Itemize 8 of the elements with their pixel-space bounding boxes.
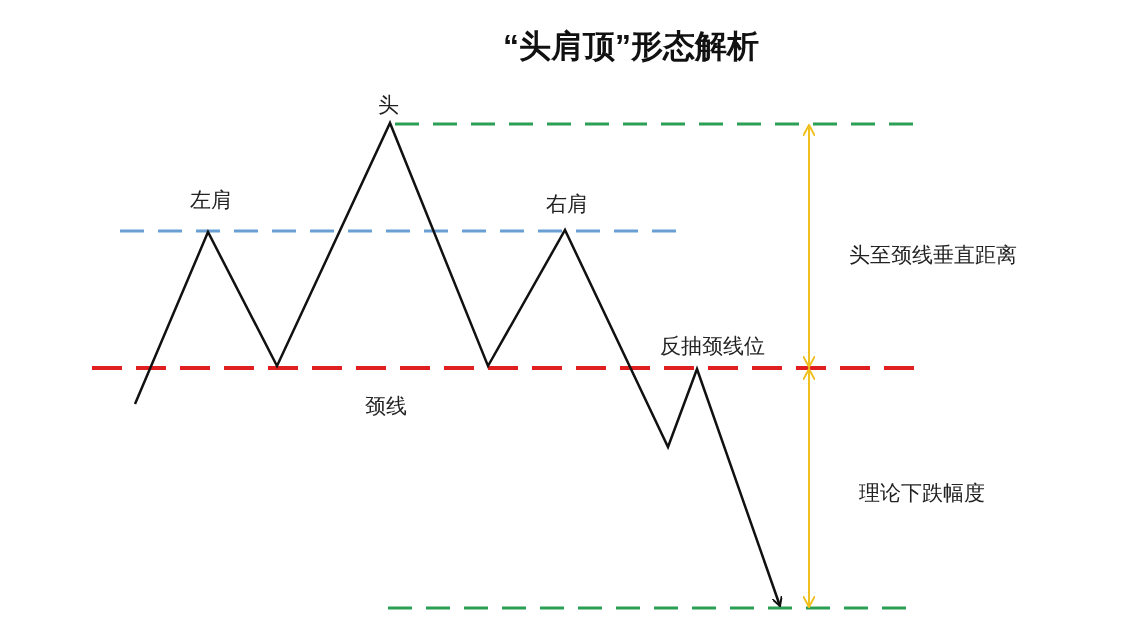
target-label: 理论下跌幅度 bbox=[859, 481, 985, 505]
shoulder-label: 左肩 bbox=[190, 188, 232, 212]
distance-label: 头至颈线垂直距离 bbox=[849, 243, 1017, 267]
title: “头肩顶”形态解析 bbox=[503, 27, 759, 66]
neckline-label: 颈线 bbox=[365, 394, 407, 418]
shoulder-label: 右肩 bbox=[546, 192, 588, 216]
pullback-label: 反抽颈线位 bbox=[659, 334, 765, 358]
head-label: 头 bbox=[377, 93, 399, 117]
